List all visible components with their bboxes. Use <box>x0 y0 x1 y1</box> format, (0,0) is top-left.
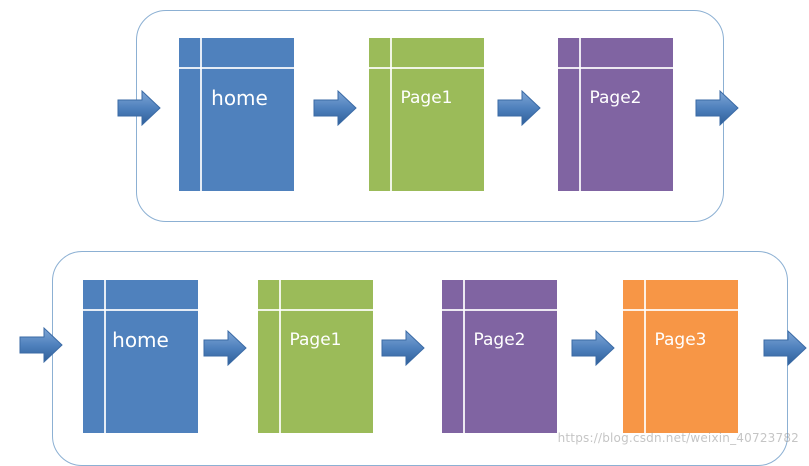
bottom-page3-label: Page3 <box>654 330 707 350</box>
bottom-arrow-1-icon <box>203 329 247 367</box>
top-page2-page: Page2 <box>558 38 673 191</box>
top-page1-page: Page1 <box>369 38 484 191</box>
bottom-home-page: home <box>83 280 198 433</box>
bottom-arrow-2-icon <box>381 329 425 367</box>
top-arrow-1-icon <box>313 89 357 127</box>
watermark-text: https://blog.csdn.net/weixin_40723782 <box>557 431 799 445</box>
bottom-arrow-3-icon <box>571 329 615 367</box>
top-exit-arrow-icon <box>695 89 739 127</box>
bottom-page2-label: Page2 <box>473 330 526 350</box>
top-home-label: home <box>211 86 268 110</box>
top-entry-arrow-icon <box>117 89 161 127</box>
bottom-page2-page: Page2 <box>442 280 557 433</box>
bottom-page3-page: Page3 <box>623 280 738 433</box>
bottom-page1-page: Page1 <box>258 280 373 433</box>
bottom-entry-arrow-icon <box>19 326 63 364</box>
bottom-page1-label: Page1 <box>289 330 342 350</box>
top-page1-label: Page1 <box>400 88 453 108</box>
bottom-home-label: home <box>112 328 169 352</box>
bottom-exit-arrow-icon <box>763 329 807 367</box>
top-page2-label: Page2 <box>589 88 642 108</box>
top-arrow-2-icon <box>497 89 541 127</box>
top-home-page: home <box>179 38 294 191</box>
